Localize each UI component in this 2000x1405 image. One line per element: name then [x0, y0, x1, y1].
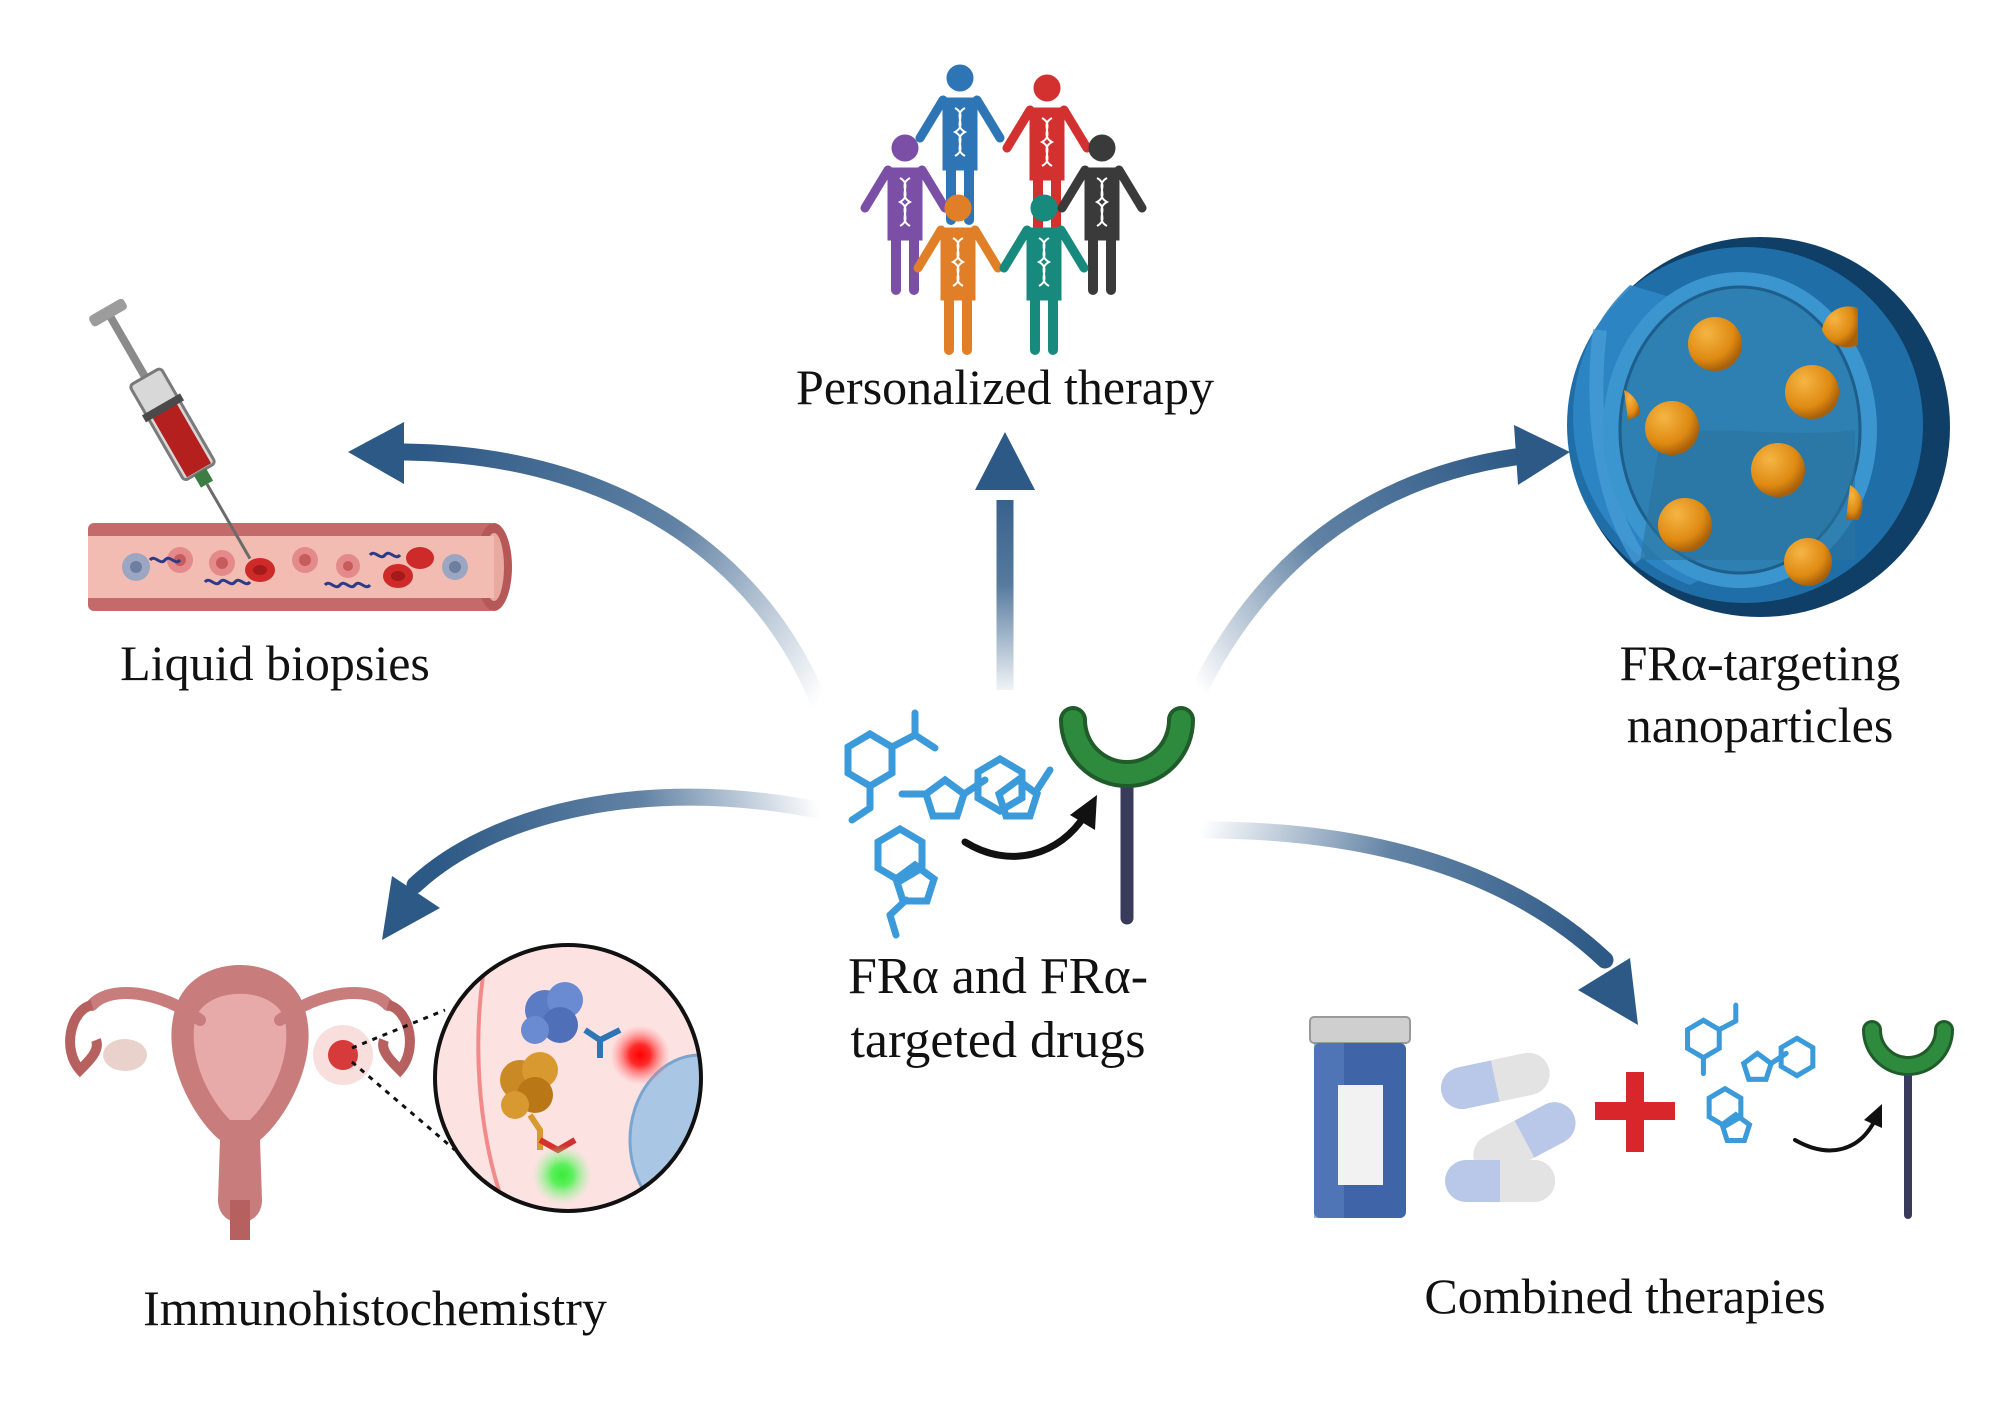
- people-dna-icon: [865, 65, 1142, 350]
- person-icon-teal: [1004, 195, 1084, 350]
- antigen-orange: [500, 1052, 558, 1119]
- small-drug-molecules-icon: [1688, 1002, 1813, 1140]
- person-icon-gray: [1062, 135, 1142, 290]
- label-nanoparticles-line2: nanoparticles: [1627, 697, 1894, 753]
- curved-binding-arrow: [961, 795, 1097, 860]
- zoom-dotted-lines: [351, 1008, 456, 1152]
- label-combined-therapies: Combined therapies: [1424, 1268, 1825, 1324]
- label-personalized-therapy: Personalized therapy: [796, 359, 1214, 415]
- label-liquid-biopsies: Liquid biopsies: [120, 635, 430, 691]
- uterus-ovaries-icon: [65, 965, 415, 1240]
- fr-alpha-receptor-icon: [1059, 706, 1195, 925]
- plus-icon: [1595, 1072, 1675, 1152]
- small-fr-alpha-receptor-icon: [1862, 1020, 1954, 1219]
- tissue-zoom-circle: [433, 943, 703, 1213]
- nanoparticle-icon: [1567, 237, 1950, 617]
- person-icon-orange: [918, 195, 998, 350]
- green-fluorescent-marker: [532, 1145, 592, 1205]
- person-icon-purple: [865, 135, 945, 290]
- drug-molecules-icon: [848, 709, 1054, 939]
- blood-vessel-icon: [88, 523, 512, 611]
- arrow-to-combined-therapies: [1196, 821, 1638, 1025]
- red-fluorescent-marker: [610, 1025, 670, 1085]
- syringe-icon: [89, 298, 252, 560]
- pill-bottle-icon: [1309, 1016, 1411, 1218]
- label-nanoparticles-line1: FRα-targeting: [1620, 635, 1901, 691]
- arrow-to-personalized-therapy: [975, 432, 1035, 690]
- small-curved-arrow: [1793, 1104, 1882, 1153]
- label-immunohistochemistry: Immunohistochemistry: [143, 1280, 607, 1336]
- label-center-line2: targeted drugs: [850, 1012, 1145, 1069]
- arrow-to-liquid-biopsies: [348, 422, 827, 709]
- antigen-blue: [521, 982, 583, 1044]
- arrow-to-immunohistochemistry: [382, 788, 827, 940]
- arrow-to-nanoparticles: [1191, 425, 1570, 697]
- capsules-icon: [1440, 1052, 1576, 1202]
- label-center-line1: FRα and FRα-: [848, 948, 1148, 1005]
